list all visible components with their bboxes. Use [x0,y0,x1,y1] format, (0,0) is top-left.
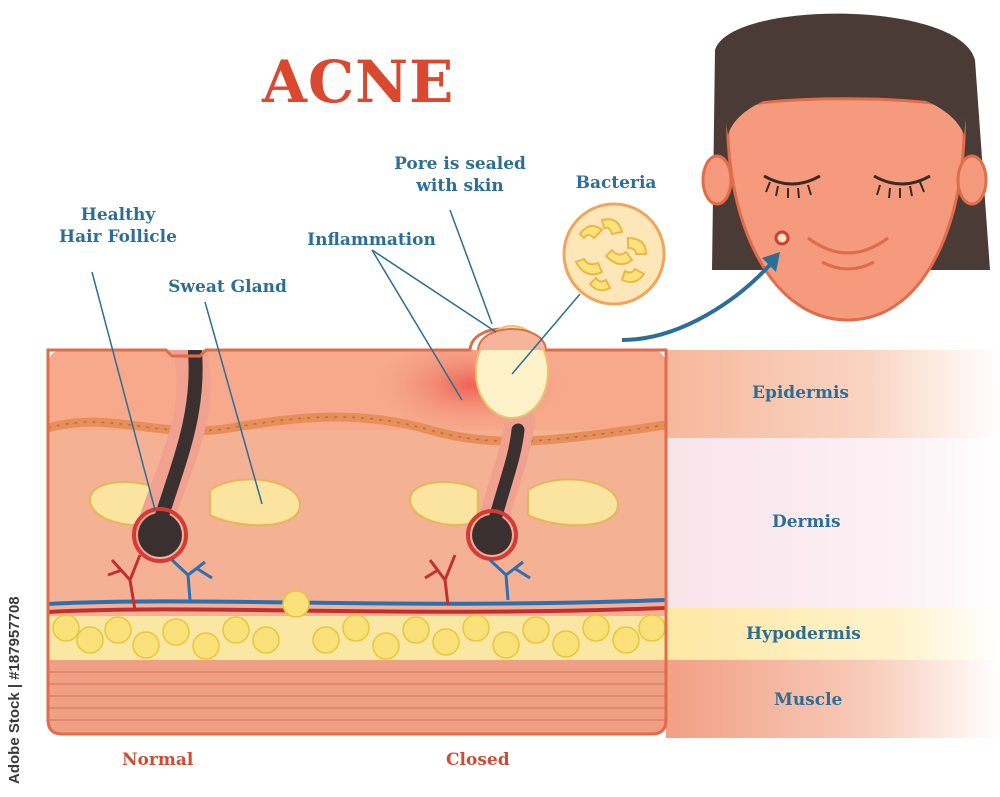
skin-cross-section [48,350,666,734]
sebaceous-glands [88,478,620,527]
pointer-arrow [621,256,778,342]
red-vessel-tree [107,554,457,611]
page-title: ACNE [262,48,455,116]
face-illustration [701,13,990,322]
leader-lines [91,209,581,511]
caption-closed: Closed [446,750,510,770]
label-sweat-gland: Sweat Gland [168,277,287,297]
label-healthy-hair-follicle: Healthy Hair Follicle [59,205,177,247]
label-bacteria: Bacteria [575,173,657,193]
blue-vessel-tree [170,558,531,601]
label-pore-sealed: Pore is sealed with skin [394,154,526,196]
caption-normal: Normal [122,750,194,770]
layer-hypodermis: Hypodermis [746,624,861,644]
skin-outline [46,327,668,736]
bacteria-magnified [562,202,666,306]
pimple [475,325,549,419]
epidermis-cell-chain [48,412,666,446]
fat-cells [52,590,666,660]
stock-id-watermark: Adobe Stock | #187957708 [6,596,23,784]
closed-pore-follicle [466,405,535,561]
label-inflammation: Inflammation [307,230,436,250]
layer-dermis: Dermis [772,512,841,532]
acne-spot [774,230,790,246]
layer-bands [666,350,1000,738]
healthy-hair-follicle [132,350,211,563]
layer-muscle: Muscle [774,690,843,710]
layer-epidermis: Epidermis [752,383,849,403]
arrowhead-icon [762,252,780,272]
